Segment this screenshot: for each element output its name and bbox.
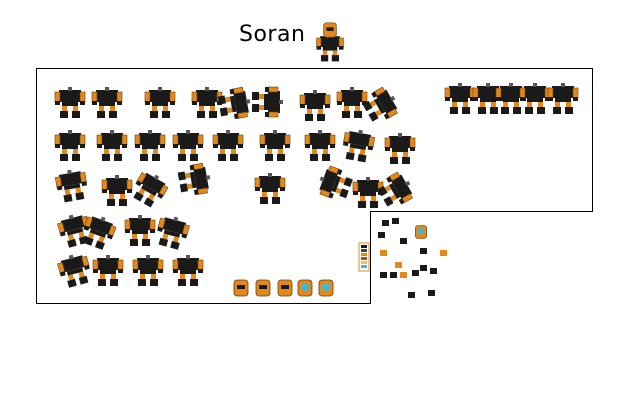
- sprite-frame: [216, 85, 254, 122]
- sprite-frame: [54, 86, 86, 119]
- head-variant: [297, 279, 313, 297]
- head-variant: [414, 225, 428, 239]
- body-part: [440, 250, 447, 256]
- sprite-frame: [91, 86, 123, 119]
- head-variant: [233, 279, 249, 297]
- body-part: [380, 250, 387, 256]
- sprite-frame: [444, 82, 476, 115]
- body-part: [390, 272, 397, 278]
- sprite-frame: [53, 166, 90, 204]
- sprite-frame: [340, 126, 377, 164]
- body-part: [420, 265, 427, 271]
- sprite-frame: [96, 129, 128, 162]
- sprite-frame: [132, 254, 164, 287]
- sprite-frame: [251, 86, 284, 118]
- color-palette: [358, 242, 370, 272]
- sprite-frame: [384, 132, 416, 165]
- body-part: [428, 290, 435, 296]
- sprite-frame: [92, 254, 124, 287]
- body-part: [395, 262, 402, 268]
- body-part: [382, 220, 389, 226]
- body-part: [430, 268, 437, 274]
- sprite-frame: [259, 129, 291, 162]
- sprite-frame: [176, 161, 214, 198]
- sprite-frame: [101, 174, 133, 207]
- sprite-frame: [134, 129, 166, 162]
- sprite-frame: [191, 86, 223, 119]
- character-portrait: [316, 33, 344, 62]
- sprite-frame: [153, 212, 192, 252]
- sprite-frame: [304, 129, 336, 162]
- head-variant: [318, 279, 334, 297]
- body-part: [420, 248, 427, 254]
- sprite-frame: [172, 254, 204, 287]
- body-part: [392, 218, 399, 224]
- sprite-frame: [336, 86, 368, 119]
- sprite-frame: [128, 167, 171, 211]
- body-part: [408, 292, 415, 298]
- body-part: [400, 238, 407, 244]
- sprite-frame: [547, 82, 579, 115]
- sprite-frame: [144, 86, 176, 119]
- sprite-frame-border: [36, 68, 593, 304]
- sprite-frame: [172, 129, 204, 162]
- body-part: [400, 272, 407, 278]
- sprite-frame: [299, 89, 331, 122]
- sprite-frame: [55, 250, 94, 290]
- character-portrait-head: [323, 22, 337, 38]
- sheet-title: Soran: [239, 22, 306, 47]
- head-variant: [277, 279, 293, 297]
- sprite-frame: [374, 169, 418, 212]
- sprite-frame: [352, 176, 384, 209]
- head-variant: [255, 279, 271, 297]
- sprite-frame: [54, 129, 86, 162]
- body-part: [412, 270, 419, 276]
- body-part: [380, 272, 387, 278]
- sprite-frame: [314, 163, 356, 204]
- sprite-frame: [359, 84, 403, 127]
- sprite-frame: [254, 172, 286, 205]
- sprite-frame: [212, 129, 244, 162]
- sprite-frame: [519, 82, 551, 115]
- body-part: [378, 232, 385, 238]
- sprite-frame: [124, 214, 156, 247]
